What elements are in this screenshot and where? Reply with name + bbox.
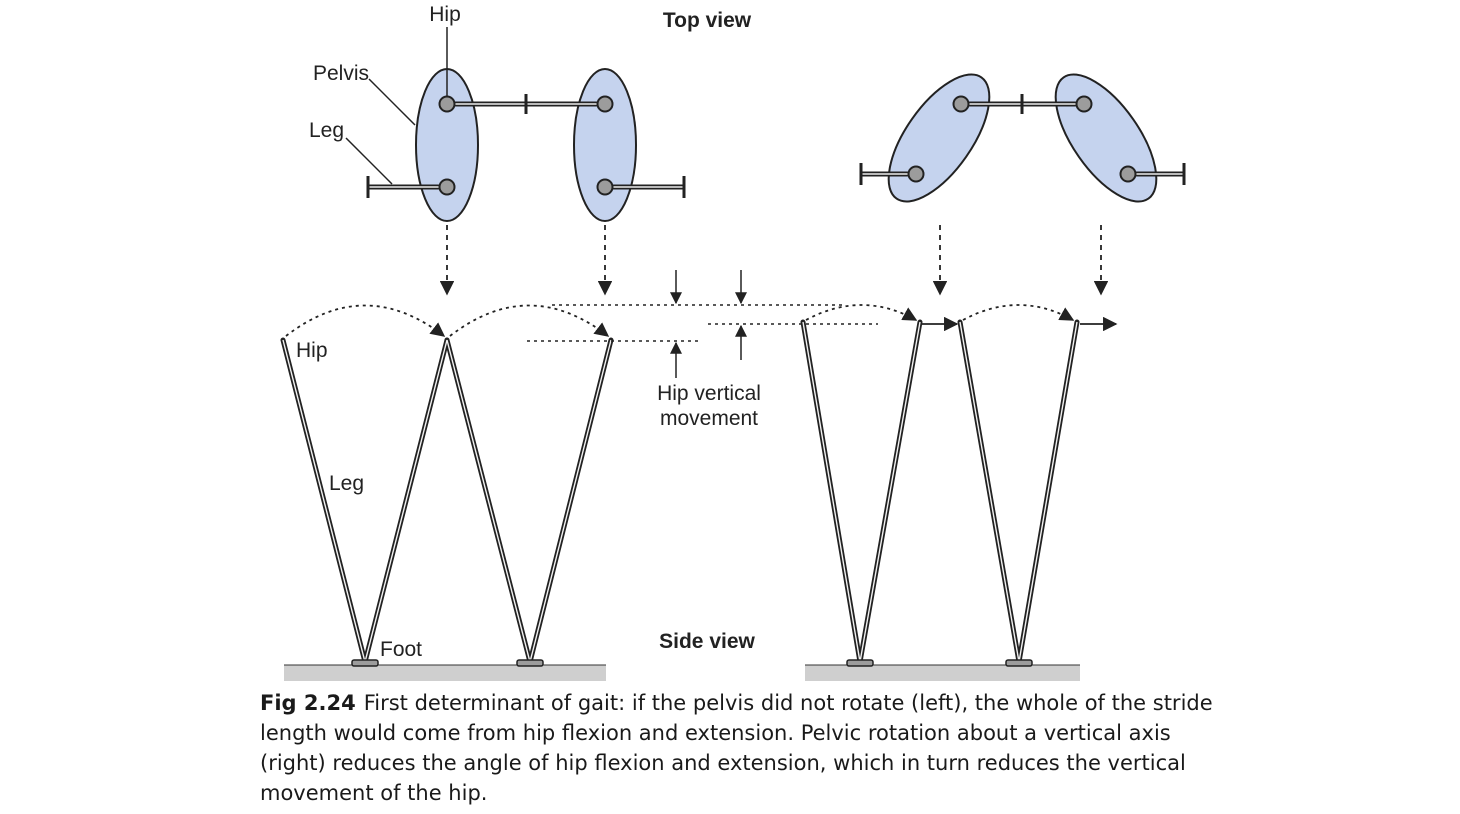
leg-joint (907, 165, 925, 183)
hip-joint (438, 95, 456, 113)
leg-label-side: Leg (329, 472, 364, 495)
side-view-right (800, 304, 1118, 681)
caption-text: First determinant of gait: if the pelvis… (260, 691, 1213, 805)
side-view-label: Side view (659, 630, 755, 653)
top-view-left (345, 27, 686, 222)
hip-arc (805, 304, 918, 321)
foot-label: Foot (380, 638, 422, 661)
leg-leader (345, 137, 393, 185)
leg-joint (1119, 165, 1137, 183)
pelvis-leader (368, 78, 416, 126)
rotated-pelvis-left-oval (887, 73, 991, 203)
hip-vertical-movement-label-line1: Hip vertical (657, 382, 761, 405)
projection-arrows (439, 225, 1109, 296)
hip-arc (449, 304, 610, 337)
foot (351, 659, 379, 667)
pelvis-label: Pelvis (313, 62, 369, 85)
leg-joint (596, 178, 614, 196)
foot (1005, 659, 1033, 667)
hip-label-side: Hip (296, 339, 328, 362)
rotated-pelvis-right-oval (1054, 73, 1158, 203)
foot (516, 659, 544, 667)
hip-arc (962, 304, 1075, 321)
gait-diagram: Top view Hip Pelvis Leg Hip Leg Foot Sid… (280, 3, 1186, 681)
hip-arc (285, 304, 446, 337)
ground-right (805, 665, 1080, 681)
hip-vertical-movement-indicator (527, 270, 878, 378)
hip-label-top: Hip (429, 3, 461, 26)
figure-number: Fig 2.24 (260, 691, 356, 715)
hip-joint (596, 95, 614, 113)
hip-joint (1075, 95, 1093, 113)
pelvis-right-oval (573, 68, 637, 222)
leg-label-top: Leg (309, 119, 344, 142)
side-view-left (280, 304, 614, 681)
hip-vertical-movement-label-line2: movement (660, 407, 758, 430)
foot (846, 659, 874, 667)
leg-joint (438, 178, 456, 196)
top-view-right (859, 73, 1186, 203)
ground-left (284, 665, 606, 681)
hip-joint (952, 95, 970, 113)
top-view-label: Top view (663, 9, 752, 32)
